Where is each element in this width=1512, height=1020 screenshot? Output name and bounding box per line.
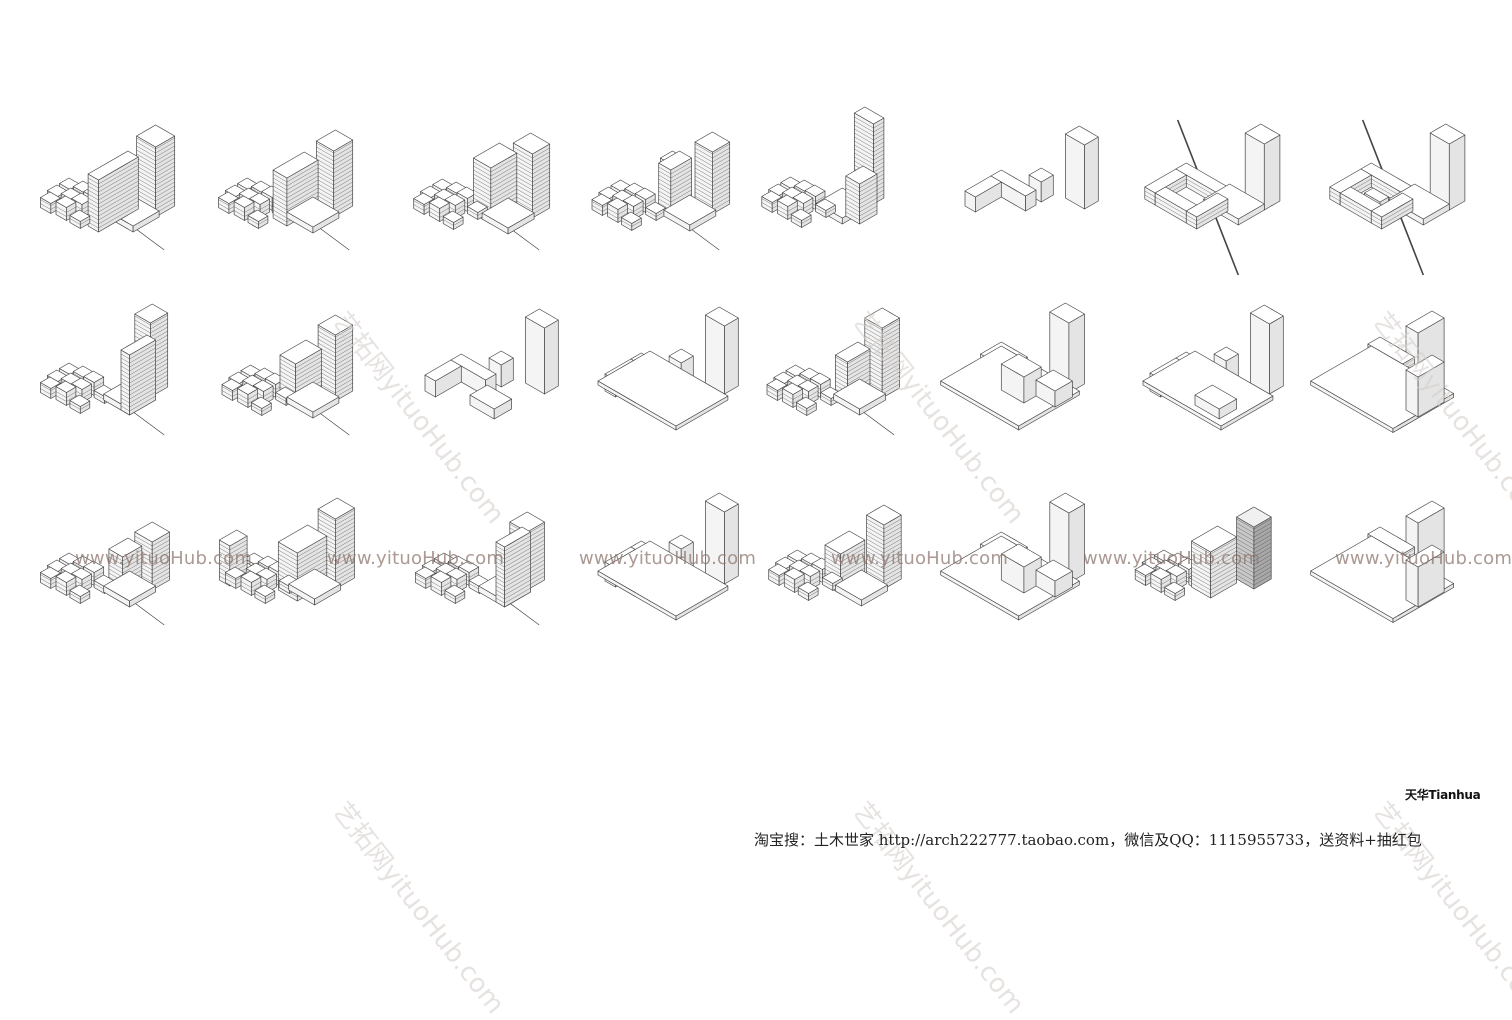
massing-option: [940, 492, 1085, 621]
massing-option: [415, 511, 545, 626]
massing-study-grid: [40, 106, 1466, 626]
massing-option: [940, 302, 1085, 431]
massing-option: [591, 131, 731, 251]
massing-option: [218, 129, 354, 251]
massing-option: [597, 492, 739, 621]
massing-option: [1144, 119, 1281, 276]
massing-option: [761, 106, 885, 228]
massing-option: [424, 308, 559, 420]
massing-option: [1134, 506, 1272, 601]
massing-option: [40, 124, 176, 251]
massing-option: [40, 303, 169, 436]
massing-option: [1310, 310, 1454, 433]
massing-option: [413, 132, 551, 251]
footer-note: 淘宝搜：土木世家 http://arch222777.taobao.com，微信…: [754, 831, 1422, 849]
tianhua-logo: 天华Tianhua: [1405, 788, 1481, 802]
massing-option: [221, 314, 354, 436]
massing-option: [219, 497, 355, 606]
massing-option: [964, 125, 1099, 213]
massing-option: [766, 307, 900, 436]
massing-option: [40, 521, 170, 626]
massing-option: [768, 504, 902, 607]
massing-option: [1142, 304, 1284, 431]
massing-option: [1329, 119, 1466, 276]
massing-option: [1310, 500, 1454, 623]
massing-option: [597, 306, 739, 431]
